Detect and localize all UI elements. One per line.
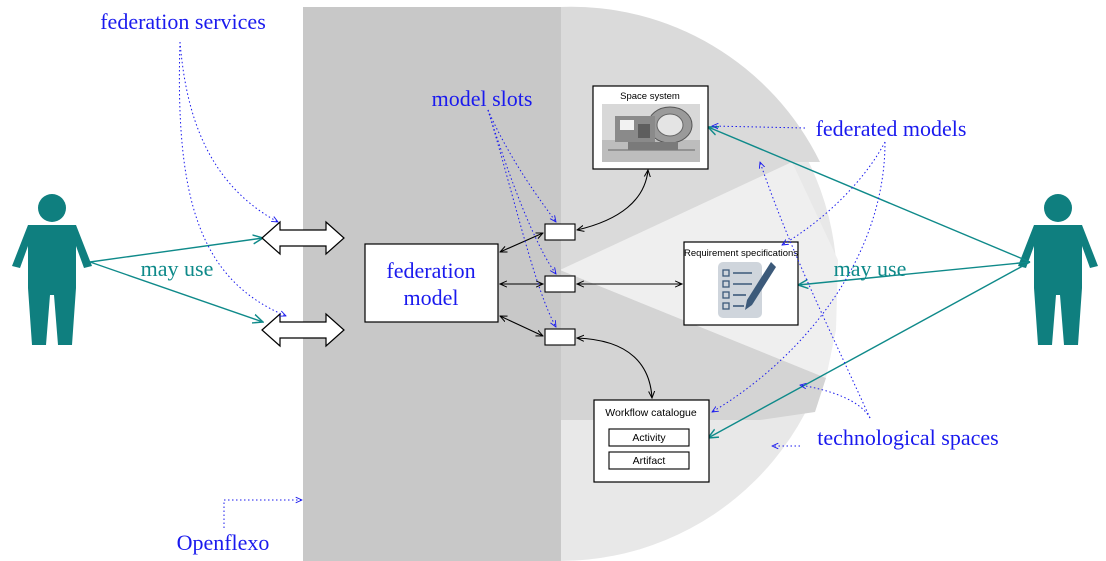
space-system-title: Space system xyxy=(620,91,680,102)
may-use-right-arrows xyxy=(708,127,1031,438)
model-slot-1 xyxy=(544,223,576,241)
federation-model-label-line2: model xyxy=(404,285,459,310)
workflow-item-artifact xyxy=(608,451,690,470)
space-system-model: Space system xyxy=(592,85,709,170)
checklist-icon xyxy=(718,262,776,318)
annotation-arrows xyxy=(178,41,886,528)
workflow-model: Workflow catalogue Activity Artifact xyxy=(593,399,710,483)
actor-right-icon xyxy=(1018,194,1098,345)
label-federation-services: federation services xyxy=(100,9,266,34)
label-may-use-right: may use xyxy=(834,256,907,281)
workflow-item-activity xyxy=(608,428,690,447)
label-federated-models: federated models xyxy=(816,116,967,141)
federation-model-slot-links xyxy=(500,233,543,336)
workflow-title: Workflow catalogue xyxy=(605,407,697,419)
model-slot-2 xyxy=(544,275,576,293)
federation-service-arrow-bottom xyxy=(261,312,345,348)
label-openflexo: Openflexo xyxy=(177,530,270,555)
requirements-title: Requirement specifications xyxy=(684,248,798,259)
label-may-use-left: may use xyxy=(141,256,214,281)
label-model-slots: model slots xyxy=(432,86,533,111)
federation-service-arrow-top xyxy=(261,220,345,256)
model-slot-3 xyxy=(544,328,576,346)
federation-model-box xyxy=(364,243,499,323)
spacecraft-image xyxy=(602,104,700,162)
may-use-left-arrows xyxy=(89,238,263,322)
federation-model-label-line1: federation xyxy=(386,258,475,283)
label-technological-spaces: technological spaces xyxy=(817,425,998,450)
requirements-model: Requirement specifications xyxy=(683,241,799,326)
workflow-item-activity-label: Activity xyxy=(632,432,666,444)
workflow-item-artifact-label: Artifact xyxy=(633,455,666,467)
slot-model-links xyxy=(577,170,682,398)
actor-left-icon xyxy=(12,194,92,345)
